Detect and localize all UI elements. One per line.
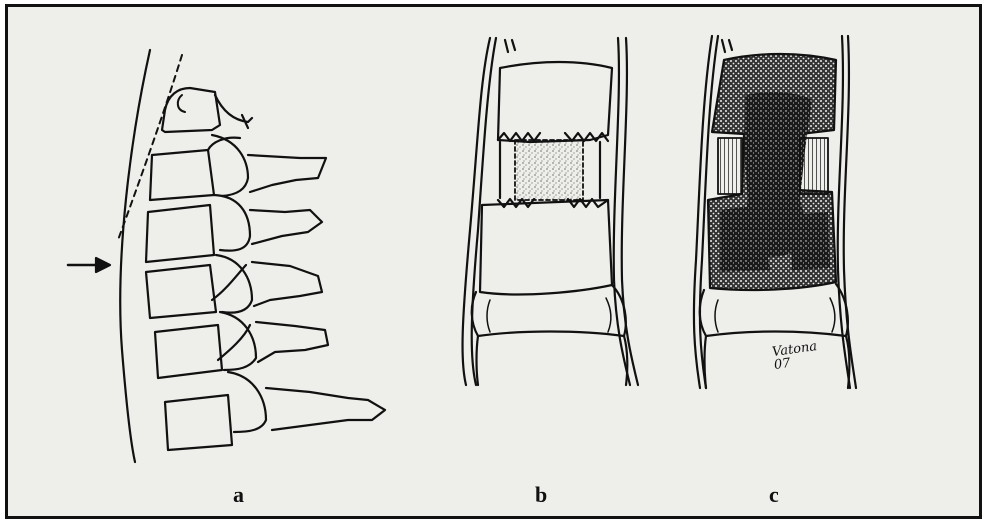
spinous-process — [252, 262, 322, 306]
panel-c-drawing — [694, 36, 856, 388]
bone-graft — [515, 140, 583, 200]
disc-remnant-right — [800, 138, 828, 194]
panel-label-b: b — [535, 482, 547, 508]
vertebral-body — [146, 265, 216, 318]
spinous-process — [266, 388, 385, 430]
panel-label-c: c — [769, 482, 779, 508]
spinous-process — [248, 155, 326, 192]
vertebral-body — [165, 395, 232, 450]
arrow-icon — [68, 258, 110, 272]
vertebra-c2 — [162, 88, 220, 132]
lower-vertebral-body — [480, 200, 612, 294]
spinous-process — [250, 210, 322, 244]
spinous-process — [256, 322, 328, 362]
panel-label-a: a — [233, 482, 244, 508]
panel-b-drawing — [463, 38, 638, 385]
disc-remnant-left — [718, 138, 742, 194]
panel-a-drawing — [68, 50, 385, 462]
vertebral-body — [150, 150, 214, 200]
upper-vertebral-body — [498, 62, 612, 142]
vertebral-body — [146, 205, 214, 262]
vertebral-body — [155, 325, 222, 378]
